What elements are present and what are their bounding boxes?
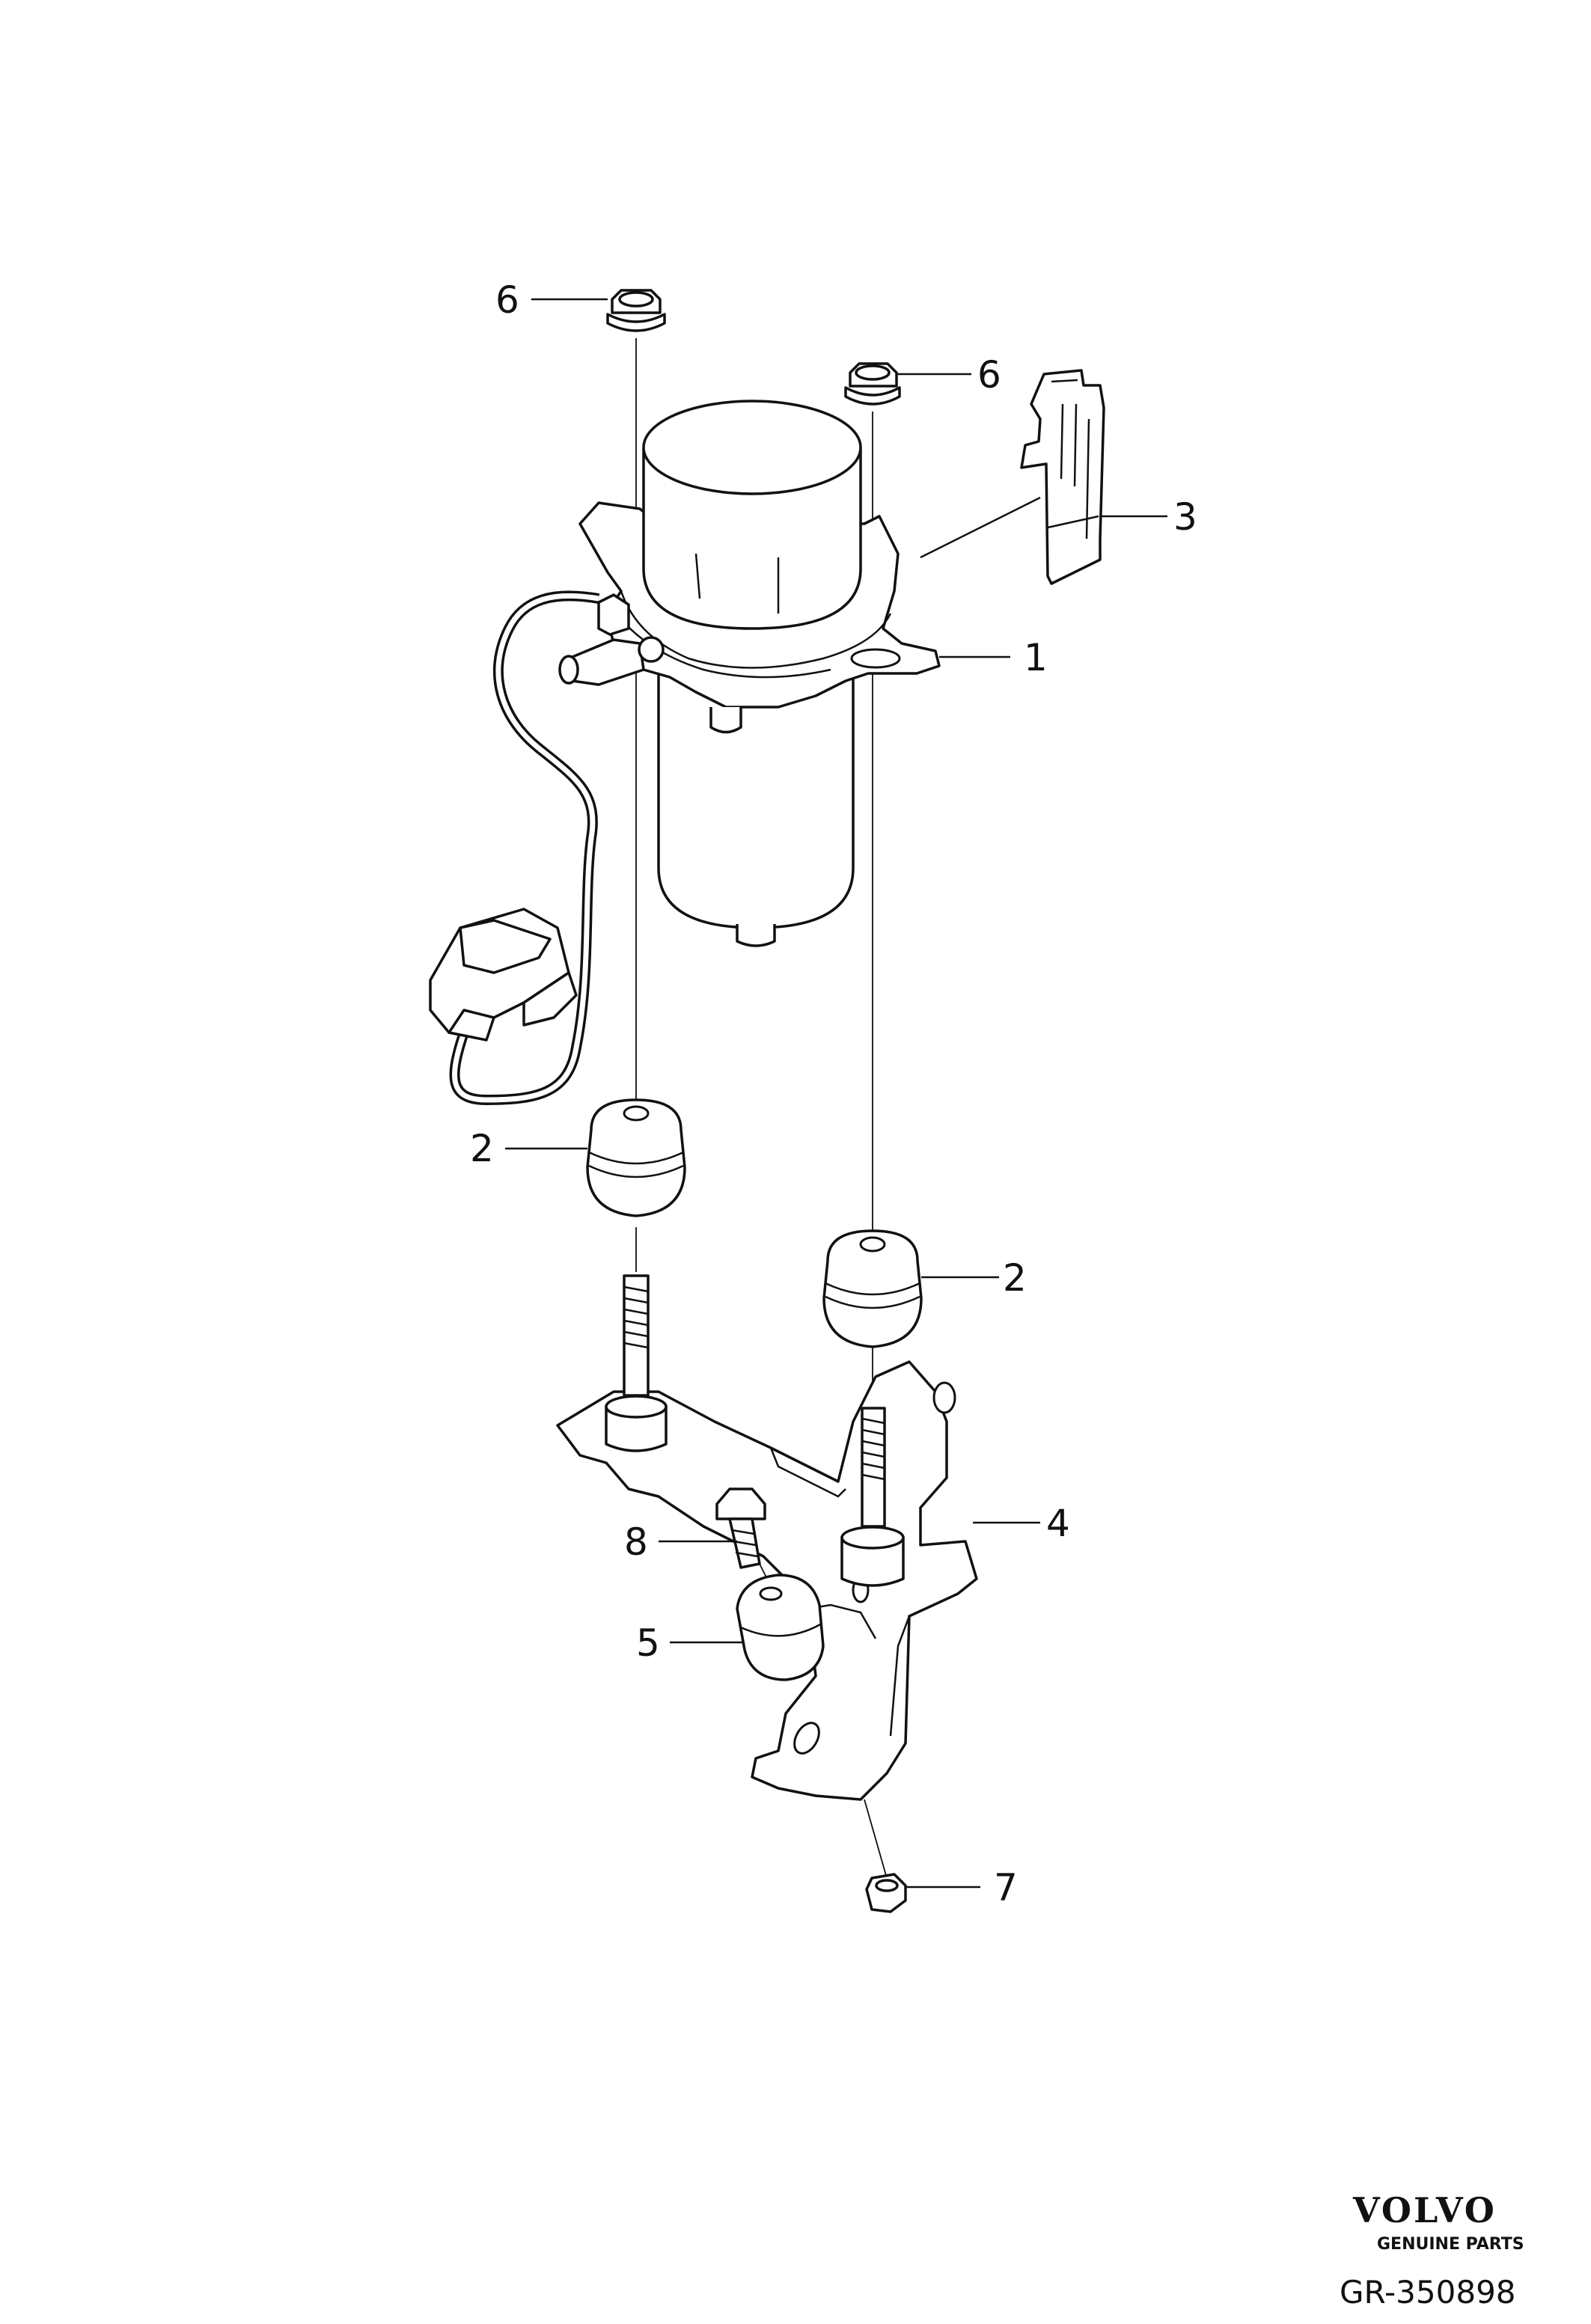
bracket-part-4 [556, 1274, 978, 1801]
diagram-reference: GR-350898 [1340, 2274, 1516, 2311]
callout-4: 4 [1046, 1502, 1070, 1545]
nut-part-6-left [606, 289, 666, 332]
callout-3: 3 [1173, 495, 1197, 539]
volvo-logo: VOLVO [1352, 2190, 1497, 2230]
callout-2-right: 2 [1003, 1256, 1027, 1300]
callout-8: 8 [624, 1520, 648, 1564]
callout-2-left: 2 [470, 1127, 494, 1170]
bushing-part-2-right [822, 1229, 923, 1348]
callout-1: 1 [1024, 636, 1048, 679]
callout-5: 5 [636, 1621, 660, 1665]
callout-labels: 6 6 3 1 2 2 4 8 5 7 [470, 278, 1197, 1909]
bushing-part-2-left [586, 1098, 686, 1217]
nut-part-6-right [844, 362, 901, 406]
callout-6-left: 6 [495, 278, 519, 322]
callout-6-right: 6 [977, 353, 1001, 397]
bushing-part-5 [736, 1574, 825, 1681]
callout-7: 7 [994, 1866, 1018, 1909]
brand-block: VOLVO GENUINE PARTS GR-350898 [1340, 2190, 1524, 2311]
leader-lines [505, 298, 1167, 1889]
electrical-connector [429, 908, 578, 1042]
nut-part-7 [865, 1873, 907, 1913]
bolt-part-8 [715, 1487, 766, 1569]
clip-part-3 [1020, 369, 1105, 585]
vacuum-pump-part-1 [429, 400, 941, 1105]
genuine-parts-label: GENUINE PARTS [1377, 2235, 1524, 2254]
